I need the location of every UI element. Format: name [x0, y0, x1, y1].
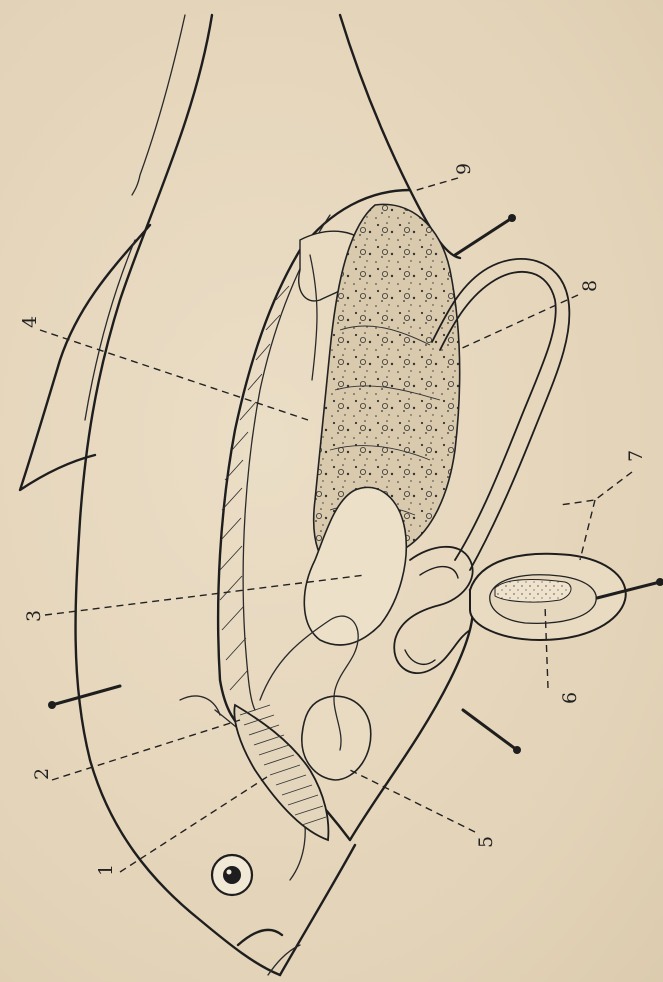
label-9: 9	[453, 163, 475, 175]
leader-7a	[560, 472, 632, 505]
eye	[212, 855, 252, 895]
leader-4	[40, 330, 308, 420]
top-fin-line	[132, 15, 185, 195]
label-5: 5	[475, 836, 497, 848]
leader-9	[410, 178, 458, 192]
label-4: 4	[19, 316, 41, 328]
leader-1	[120, 775, 270, 872]
leader-8	[458, 295, 578, 350]
leader-2	[52, 720, 240, 780]
leader-5	[350, 770, 475, 832]
label-2: 2	[31, 768, 53, 780]
label-7: 7	[625, 450, 647, 462]
label-6: 6	[559, 692, 581, 704]
label-1: 1	[95, 864, 117, 876]
label-8: 8	[579, 280, 601, 292]
leader-7b	[580, 500, 595, 560]
heart	[302, 696, 371, 780]
dorsal-fin	[20, 225, 150, 490]
label-3: 3	[23, 610, 45, 622]
